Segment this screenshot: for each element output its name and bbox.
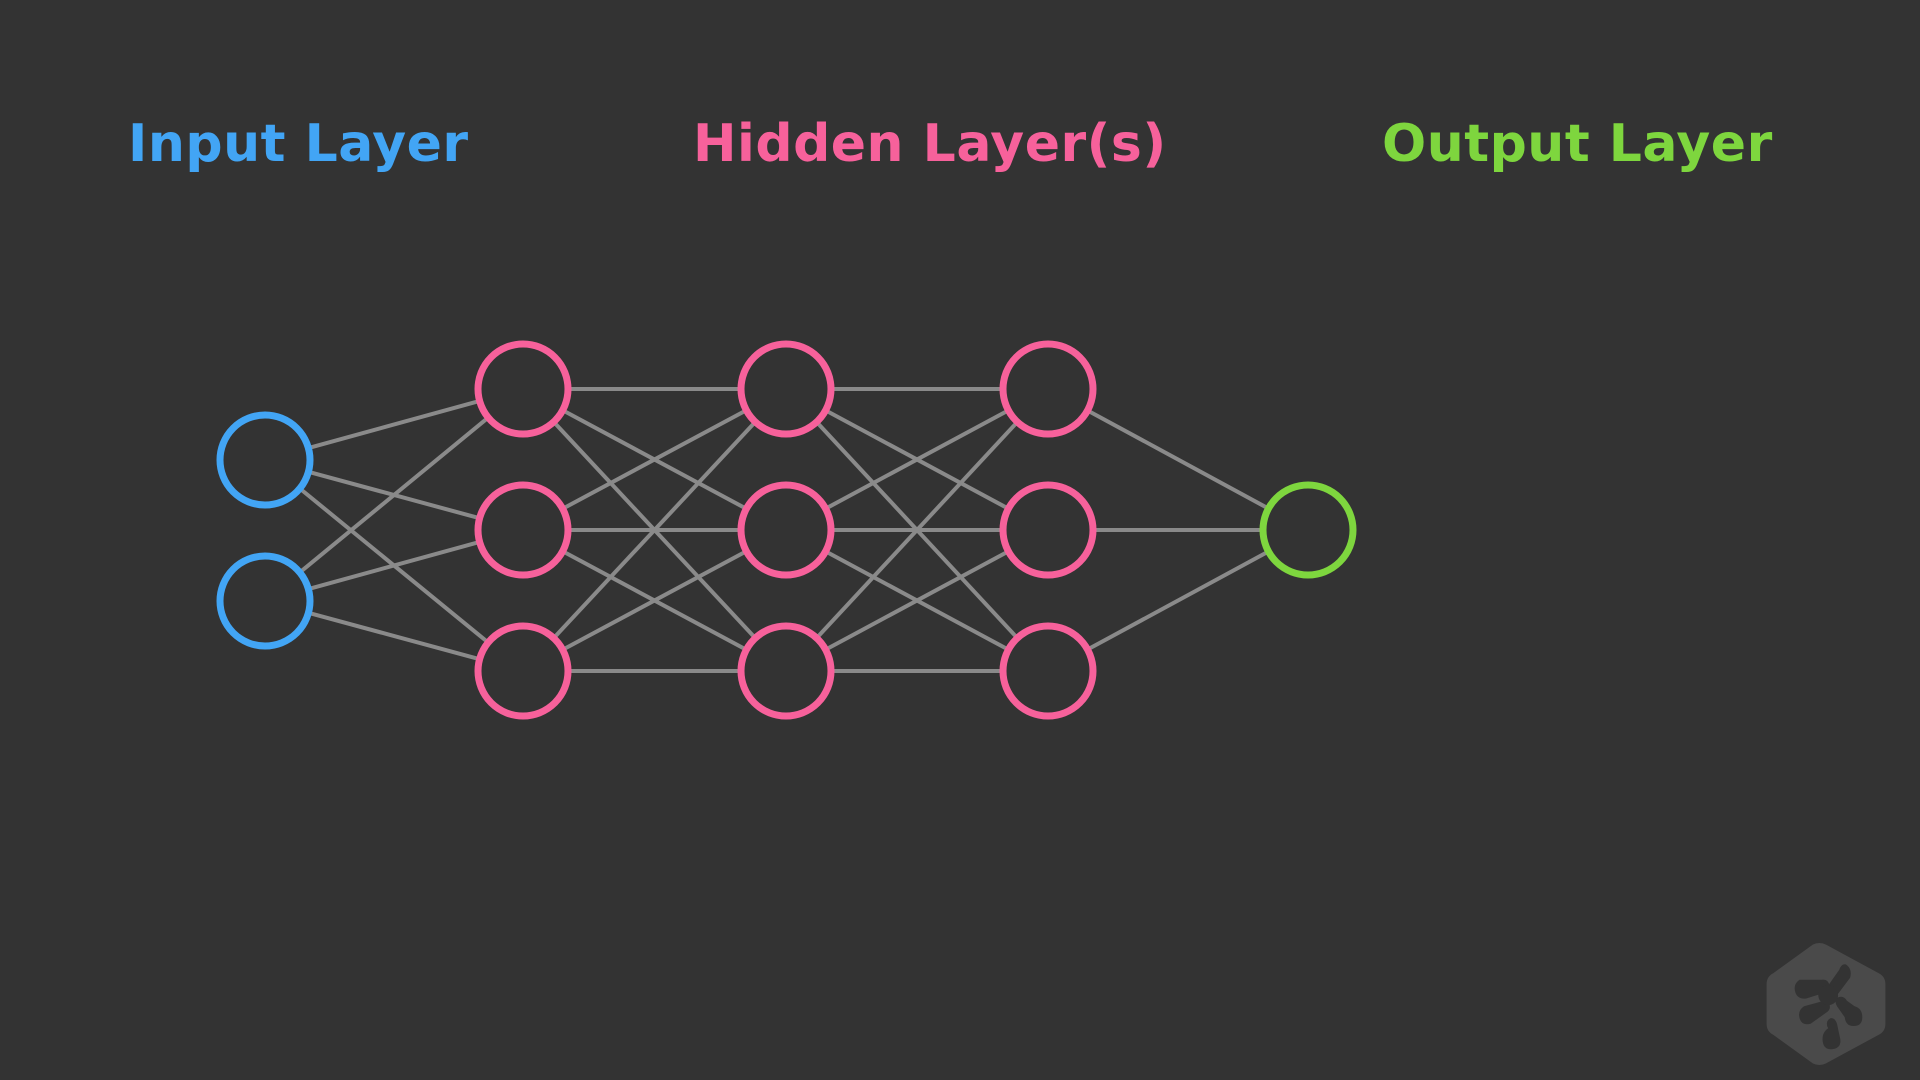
- connection-edge: [823, 549, 1011, 652]
- connection-edge: [306, 610, 482, 662]
- hidden-neuron-node: [737, 622, 835, 720]
- connection-edge: [814, 419, 1020, 641]
- output-neuron-node: [1259, 481, 1357, 579]
- connection-edge: [823, 408, 1011, 511]
- connection-edge: [1085, 549, 1271, 652]
- hidden-neuron-node: [474, 340, 572, 438]
- hidden-neuron-node: [737, 481, 835, 579]
- connection-edge: [551, 419, 758, 641]
- hidden-neuron-node: [999, 340, 1097, 438]
- connection-edge: [560, 549, 749, 652]
- watermark-logo: [1766, 942, 1886, 1066]
- neuron-nodes: [216, 340, 1357, 720]
- neuron-branch-icon: [1794, 964, 1863, 1050]
- input-neuron-node: [216, 552, 314, 650]
- hidden-neuron-node: [999, 622, 1097, 720]
- connection-edge: [560, 408, 749, 511]
- connection-edge: [297, 415, 491, 575]
- hidden-neuron-node: [474, 481, 572, 579]
- connection-edge: [1085, 408, 1271, 511]
- connection-edge: [306, 398, 482, 451]
- hidden-neuron-node: [737, 340, 835, 438]
- hidden-neuron-node: [474, 622, 572, 720]
- connection-edges: [297, 387, 1271, 673]
- connection-edge: [306, 539, 482, 592]
- hidden-neuron-node: [999, 481, 1097, 579]
- input-neuron-node: [216, 411, 314, 509]
